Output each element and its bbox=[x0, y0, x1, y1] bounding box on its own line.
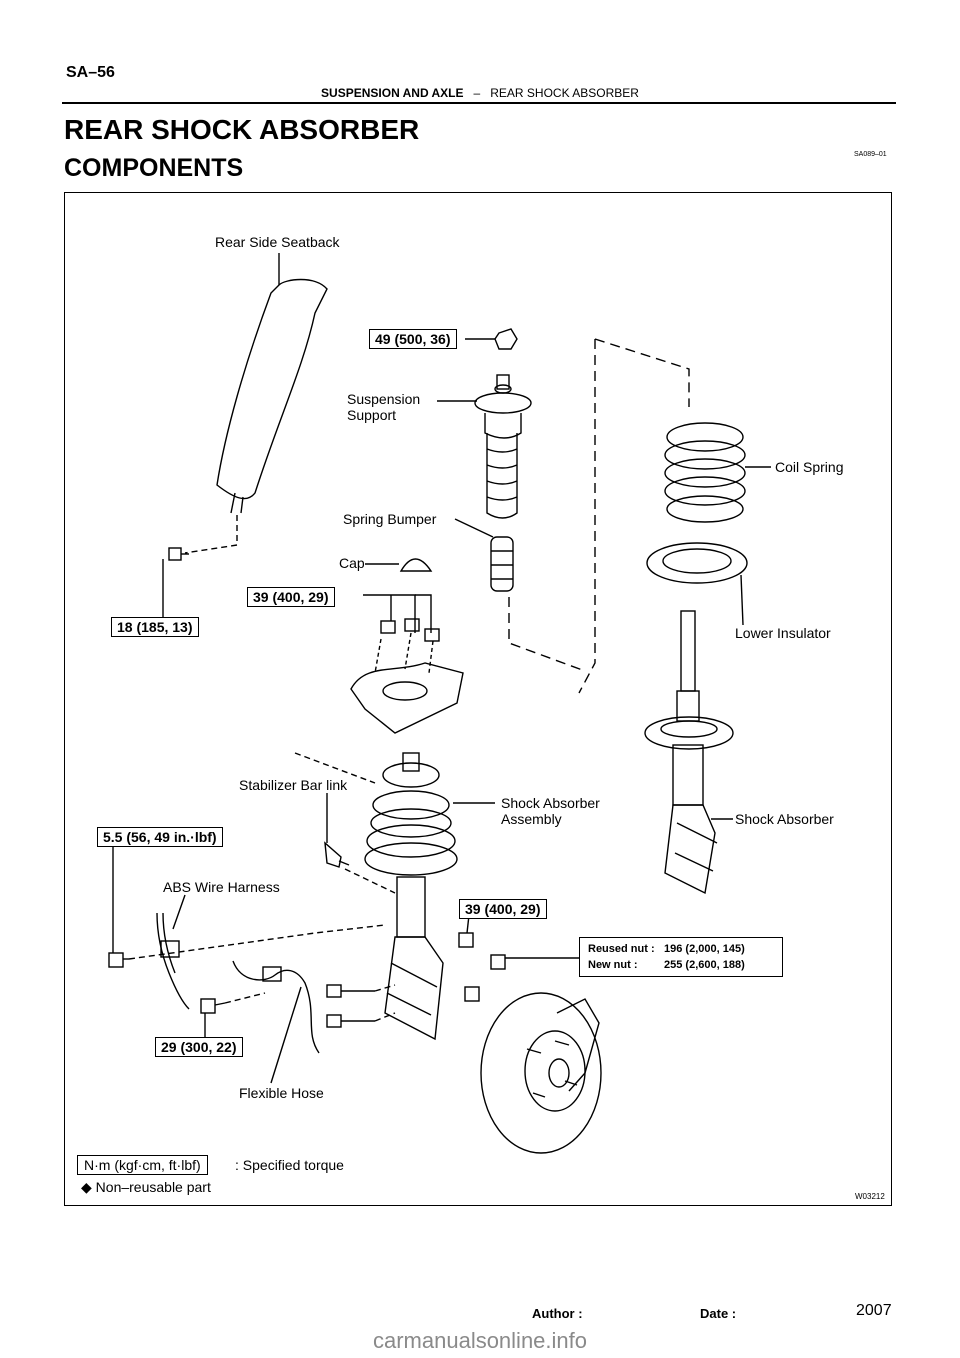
label-shock-absorber-assembly: Shock Absorber Assembly bbox=[501, 795, 600, 827]
subsection-name: REAR SHOCK ABSORBER bbox=[490, 86, 639, 100]
label-suspension-support: Suspension Support bbox=[347, 391, 420, 423]
section-subtitle: COMPONENTS bbox=[64, 154, 244, 182]
abs-wire-harness-part bbox=[156, 912, 190, 1010]
suspension-support-part bbox=[474, 374, 532, 519]
footer-year: 2007 bbox=[856, 1302, 892, 1319]
label-stabilizer-bar-link: Stabilizer Bar link bbox=[239, 777, 348, 793]
lower-insulator-part bbox=[646, 542, 748, 584]
torque-caliper-bolt: 29 (300, 22) bbox=[155, 1037, 243, 1057]
upper-mount-nuts-part bbox=[380, 618, 440, 642]
components-figure: Rear Side Seatback Suspension Support Co… bbox=[64, 192, 892, 1206]
new-nut-row: New nut : 255 (2,600, 188) bbox=[588, 957, 774, 973]
label-shock-absorber: Shock Absorber bbox=[735, 811, 834, 827]
spring-bumper-part bbox=[490, 536, 514, 592]
running-header: SUSPENSION AND AXLE – REAR SHOCK ABSORBE… bbox=[0, 86, 960, 100]
shock-absorber-part bbox=[644, 610, 734, 895]
knuckle-nut-torque-box: Reused nut : 196 (2,000, 145) New nut : … bbox=[579, 937, 783, 977]
label-suspension-support-line1: Suspension bbox=[347, 391, 421, 407]
diamond-icon: ◆ bbox=[81, 1179, 92, 1195]
torque-top-nut: 49 (500, 36) bbox=[369, 329, 457, 349]
new-nut-value: 255 (2,600, 188) bbox=[664, 959, 745, 971]
label-shock-absorber-assembly-line2: Assembly bbox=[501, 811, 562, 827]
torque-seatback-bolt: 18 (185, 13) bbox=[111, 617, 199, 637]
label-lower-insulator: Lower Insulator bbox=[735, 625, 831, 641]
exploded-diagram bbox=[108, 253, 771, 1154]
reused-nut-row: Reused nut : 196 (2,000, 145) bbox=[588, 941, 774, 957]
top-nut-part bbox=[494, 328, 518, 350]
header-separator: – bbox=[473, 86, 481, 100]
legend-unit-box: N·m (kgf·cm, ft·lbf) bbox=[77, 1155, 208, 1175]
label-cap: Cap bbox=[339, 555, 365, 571]
torque-upper-mount-nuts: 39 (400, 29) bbox=[247, 587, 335, 607]
label-suspension-support-line2: Support bbox=[347, 407, 397, 423]
torque-lower-nut: 39 (400, 29) bbox=[459, 899, 547, 919]
label-flexible-hose: Flexible Hose bbox=[239, 1085, 324, 1101]
stabilizer-bar-link-part bbox=[324, 841, 350, 868]
page-number: SA–56 bbox=[66, 64, 115, 81]
legend-non-reusable-text: Non–reusable part bbox=[95, 1179, 211, 1195]
new-nut-key: New nut : bbox=[588, 959, 638, 971]
label-abs-wire-harness: ABS Wire Harness bbox=[163, 879, 280, 895]
axle-hub-disc-part bbox=[480, 992, 602, 1154]
body-mount-part bbox=[350, 632, 464, 734]
shock-absorber-assembly-part bbox=[364, 752, 458, 1041]
knuckle-nuts-part bbox=[464, 954, 506, 1002]
figure-id: W03212 bbox=[855, 1192, 885, 1201]
coil-spring-part bbox=[664, 422, 746, 523]
footer-author-label: Author : bbox=[532, 1306, 583, 1321]
rear-side-seatback-part bbox=[216, 278, 328, 500]
watermark: carmanualsonline.info bbox=[372, 1328, 588, 1353]
label-shock-absorber-assembly-line1: Shock Absorber bbox=[501, 795, 600, 811]
section-name: SUSPENSION AND AXLE bbox=[321, 86, 464, 100]
footer-date-label: Date : bbox=[700, 1306, 737, 1321]
knuckle-bolts-part bbox=[326, 984, 375, 1028]
document-code: SA089–01 bbox=[854, 151, 887, 158]
reused-nut-key: Reused nut : bbox=[588, 943, 655, 955]
lower-nut-part bbox=[458, 932, 474, 948]
label-rear-side-seatback: Rear Side Seatback bbox=[215, 234, 340, 250]
header-rule bbox=[62, 102, 896, 104]
legend-non-reusable: ◆ Non–reusable part bbox=[81, 1179, 211, 1196]
abs-bolt-part bbox=[108, 952, 129, 968]
flexible-hose-part bbox=[232, 960, 320, 1054]
label-coil-spring: Coil Spring bbox=[775, 459, 844, 475]
torque-abs-bolt: 5.5 (56, 49 in.·lbf) bbox=[97, 827, 223, 847]
cap-part bbox=[399, 558, 433, 572]
reused-nut-value: 196 (2,000, 145) bbox=[664, 943, 745, 955]
page-title: REAR SHOCK ABSORBER bbox=[64, 114, 420, 145]
label-spring-bumper: Spring Bumper bbox=[343, 511, 437, 527]
caliper-bolt-part bbox=[200, 998, 226, 1014]
legend-unit-description: : Specified torque bbox=[235, 1157, 344, 1173]
seatback-bolt-part bbox=[168, 547, 189, 561]
